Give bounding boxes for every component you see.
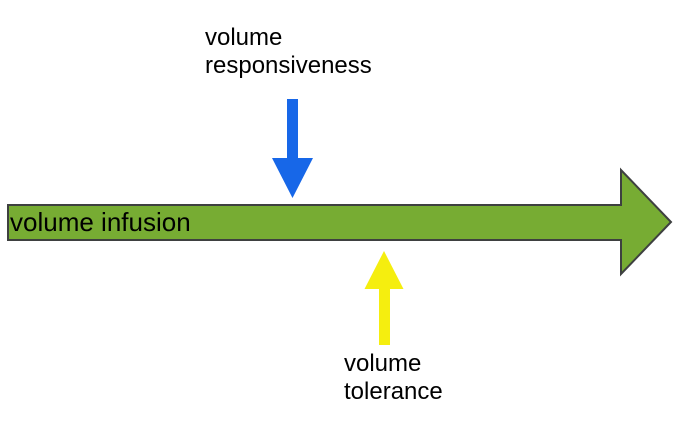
volume-tolerance-label-line2: tolerance xyxy=(344,378,443,405)
volume-responsiveness-label: volume responsiveness xyxy=(205,24,372,80)
volume-tolerance-label: volume tolerance xyxy=(344,350,443,406)
volume-responsiveness-label-line2: responsiveness xyxy=(205,52,372,79)
volume-responsiveness-label-line1: volume xyxy=(205,24,283,51)
down-arrow-icon xyxy=(272,99,313,198)
volume-infusion-arrow xyxy=(7,167,673,277)
volume-infusion-label: volume infusion xyxy=(10,207,191,237)
volume-tolerance-label-line1: volume xyxy=(344,350,422,377)
up-arrow-icon xyxy=(364,251,404,345)
